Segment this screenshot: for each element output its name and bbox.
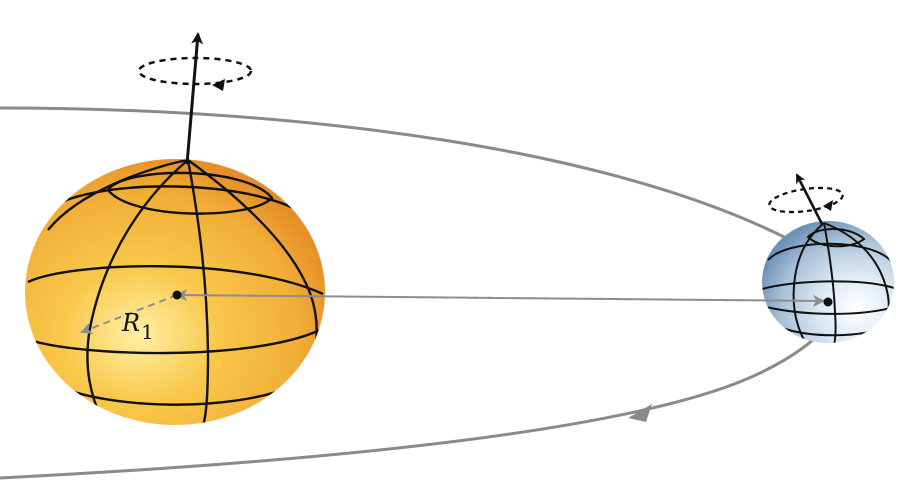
companion-spin-indicator <box>768 173 844 225</box>
primary-rotation-loop <box>137 56 253 86</box>
companion-rotation-axis <box>795 173 824 225</box>
separation-line-return <box>179 294 825 307</box>
companion-rotation-loop <box>768 186 844 214</box>
radius-line <box>80 294 178 334</box>
companion-rotation-arrow-icon <box>823 200 833 211</box>
companion-center-point <box>823 297 833 307</box>
primary-spin-indicator <box>137 32 253 165</box>
primary-rotation-axis <box>185 32 204 165</box>
separation-line <box>175 289 827 302</box>
radius-label: R1 <box>121 309 154 344</box>
primary-center-point <box>172 290 182 300</box>
primary-rotation-arrow-icon <box>212 79 225 91</box>
orbit-direction-arrow-icon <box>628 404 652 422</box>
companion-star <box>762 221 894 343</box>
companion-star-grid <box>762 222 894 343</box>
